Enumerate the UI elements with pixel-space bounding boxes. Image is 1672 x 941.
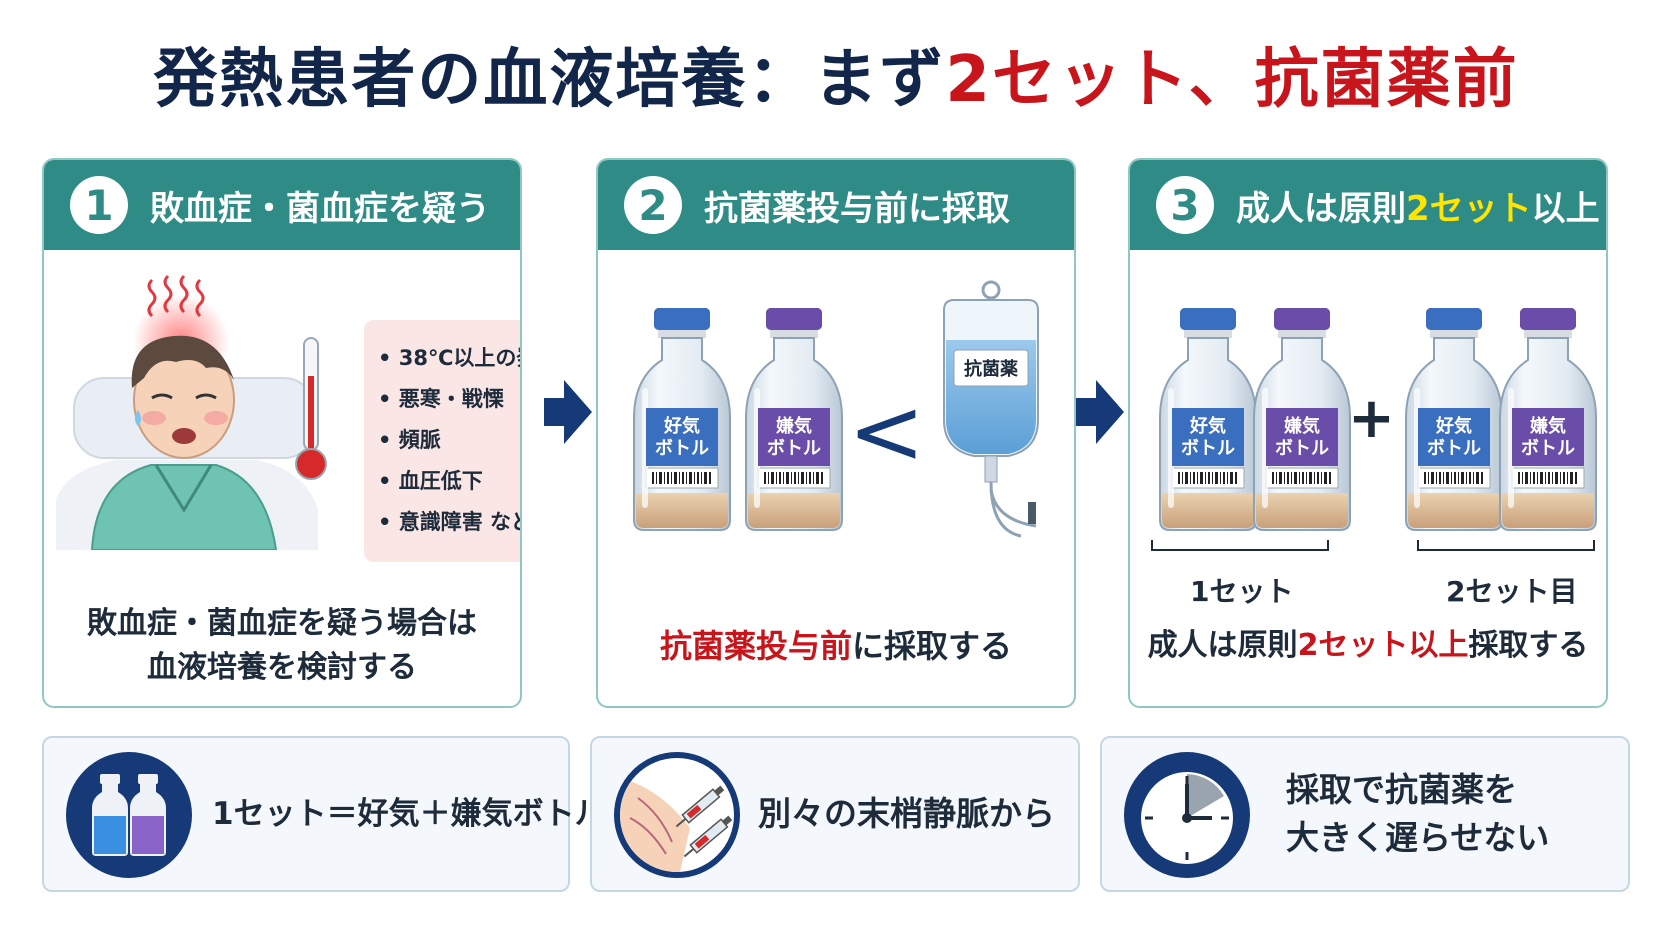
anaerobic-bottle-icon: 嫌気ボトル — [745, 308, 843, 531]
set-brackets — [1151, 540, 1595, 551]
symptom-item: • 血圧低下 — [378, 469, 483, 493]
step1-header: 1 敗血症・菌血症を疑う — [44, 160, 520, 250]
tip-no-delay-text: 採取で抗菌薬を 大きく遅らせない — [1286, 770, 1550, 857]
set1-anaerobic-bottle-icon: 嫌気ボトル — [1253, 308, 1351, 531]
page-title: 発熱患者の血液培養：まず2セット、抗菌薬前 — [0, 28, 1672, 120]
step3-header: 3 成人は原則2セット以上 — [1130, 160, 1606, 250]
step1-number: 1 — [70, 176, 128, 234]
set2-label: 2セット目 — [1446, 575, 1578, 608]
set2-aerobic-bottle-icon: 好気ボトル — [1405, 308, 1503, 531]
svg-text:嫌気ボトル: 嫌気ボトル — [1521, 415, 1575, 459]
plus-icon: + — [1348, 386, 1395, 451]
step2-caption: 抗菌薬投与前に採取する — [659, 627, 1013, 665]
set2-anaerobic-bottle-icon: 嫌気ボトル — [1499, 308, 1597, 531]
step2-number: 2 — [624, 176, 682, 234]
tip-one-set: 1セット＝好気＋嫌気ボトル — [42, 736, 606, 892]
step2-header: 2 抗菌薬投与前に採取 — [598, 160, 1074, 250]
svg-text:好気ボトル: 好気ボトル — [1181, 415, 1235, 459]
tip-one-set-text: 1セット＝好気＋嫌気ボトル — [212, 796, 606, 832]
arrow-right-icon — [544, 380, 592, 444]
step1-caption: 敗血症・菌血症を疑う場合は 血液培養を検討する — [87, 606, 477, 685]
symptom-item: • 頻脈 — [378, 428, 441, 452]
less-than-symbol: < — [848, 378, 926, 485]
step3-heading: 成人は原則2セット以上 — [1236, 188, 1600, 229]
aerobic-bottle-icon: 好気ボトル — [633, 308, 731, 531]
tip-separate-veins-text: 別々の末梢静脈から — [758, 794, 1055, 833]
arrow-right-icon — [1076, 380, 1124, 444]
feverish-patient-icon — [56, 274, 318, 550]
symptom-list: • 38℃以上の発熱 • 悪寒・戦慄 • 頻脈 • 血圧低下 • 意識障害 など — [364, 320, 522, 562]
stopwatch-icon — [1124, 752, 1250, 878]
title-main: 発熱患者の血液培養：まず — [153, 43, 946, 117]
arm-venipuncture-icon — [614, 752, 740, 878]
svg-text:好気ボトル: 好気ボトル — [655, 415, 709, 459]
tip-no-delay: 採取で抗菌薬を 大きく遅らせない — [1100, 736, 1630, 892]
step3-panel: 3 成人は原則2セット以上 好気ボトル 嫌気ボトル + 好気ボトル 嫌気ボトル … — [1128, 158, 1608, 708]
title-highlight: 2セット、抗菌薬前 — [945, 43, 1519, 117]
bottle-pair-icon — [66, 752, 192, 878]
step2-heading: 抗菌薬投与前に採取 — [704, 188, 1010, 229]
step2-panel: 2 抗菌薬投与前に採取 好気ボトル 嫌気ボトル < 抗菌薬 抗菌薬投与前に採取す… — [596, 158, 1076, 708]
svg-text:嫌気ボトル: 嫌気ボトル — [767, 415, 821, 459]
svg-text:嫌気ボトル: 嫌気ボトル — [1275, 415, 1329, 459]
step1-heading: 敗血症・菌血症を疑う — [150, 188, 490, 229]
svg-text:好気ボトル: 好気ボトル — [1427, 415, 1481, 459]
thermometer-icon — [295, 337, 327, 480]
svg-text:抗菌薬: 抗菌薬 — [964, 358, 1018, 380]
tip-separate-veins: 別々の末梢静脈から — [590, 736, 1080, 892]
symptom-item: • 38℃以上の発熱 — [378, 346, 520, 370]
set1-label: 1セット — [1190, 575, 1294, 608]
step3-caption: 成人は原則2セット以上採取する — [1147, 628, 1589, 663]
set1-aerobic-bottle-icon: 好気ボトル — [1159, 308, 1257, 531]
iv-bag-icon: 抗菌薬 — [943, 280, 1039, 538]
step3-number: 3 — [1156, 176, 1214, 234]
symptom-item: • 悪寒・戦慄 — [378, 387, 504, 411]
step1-panel: 1 敗血症・菌血症を疑う • 38℃以上の発熱 • 悪寒・戦慄 • 頻脈 • 血… — [42, 158, 522, 708]
symptom-item: • 意識障害 など — [378, 510, 522, 534]
